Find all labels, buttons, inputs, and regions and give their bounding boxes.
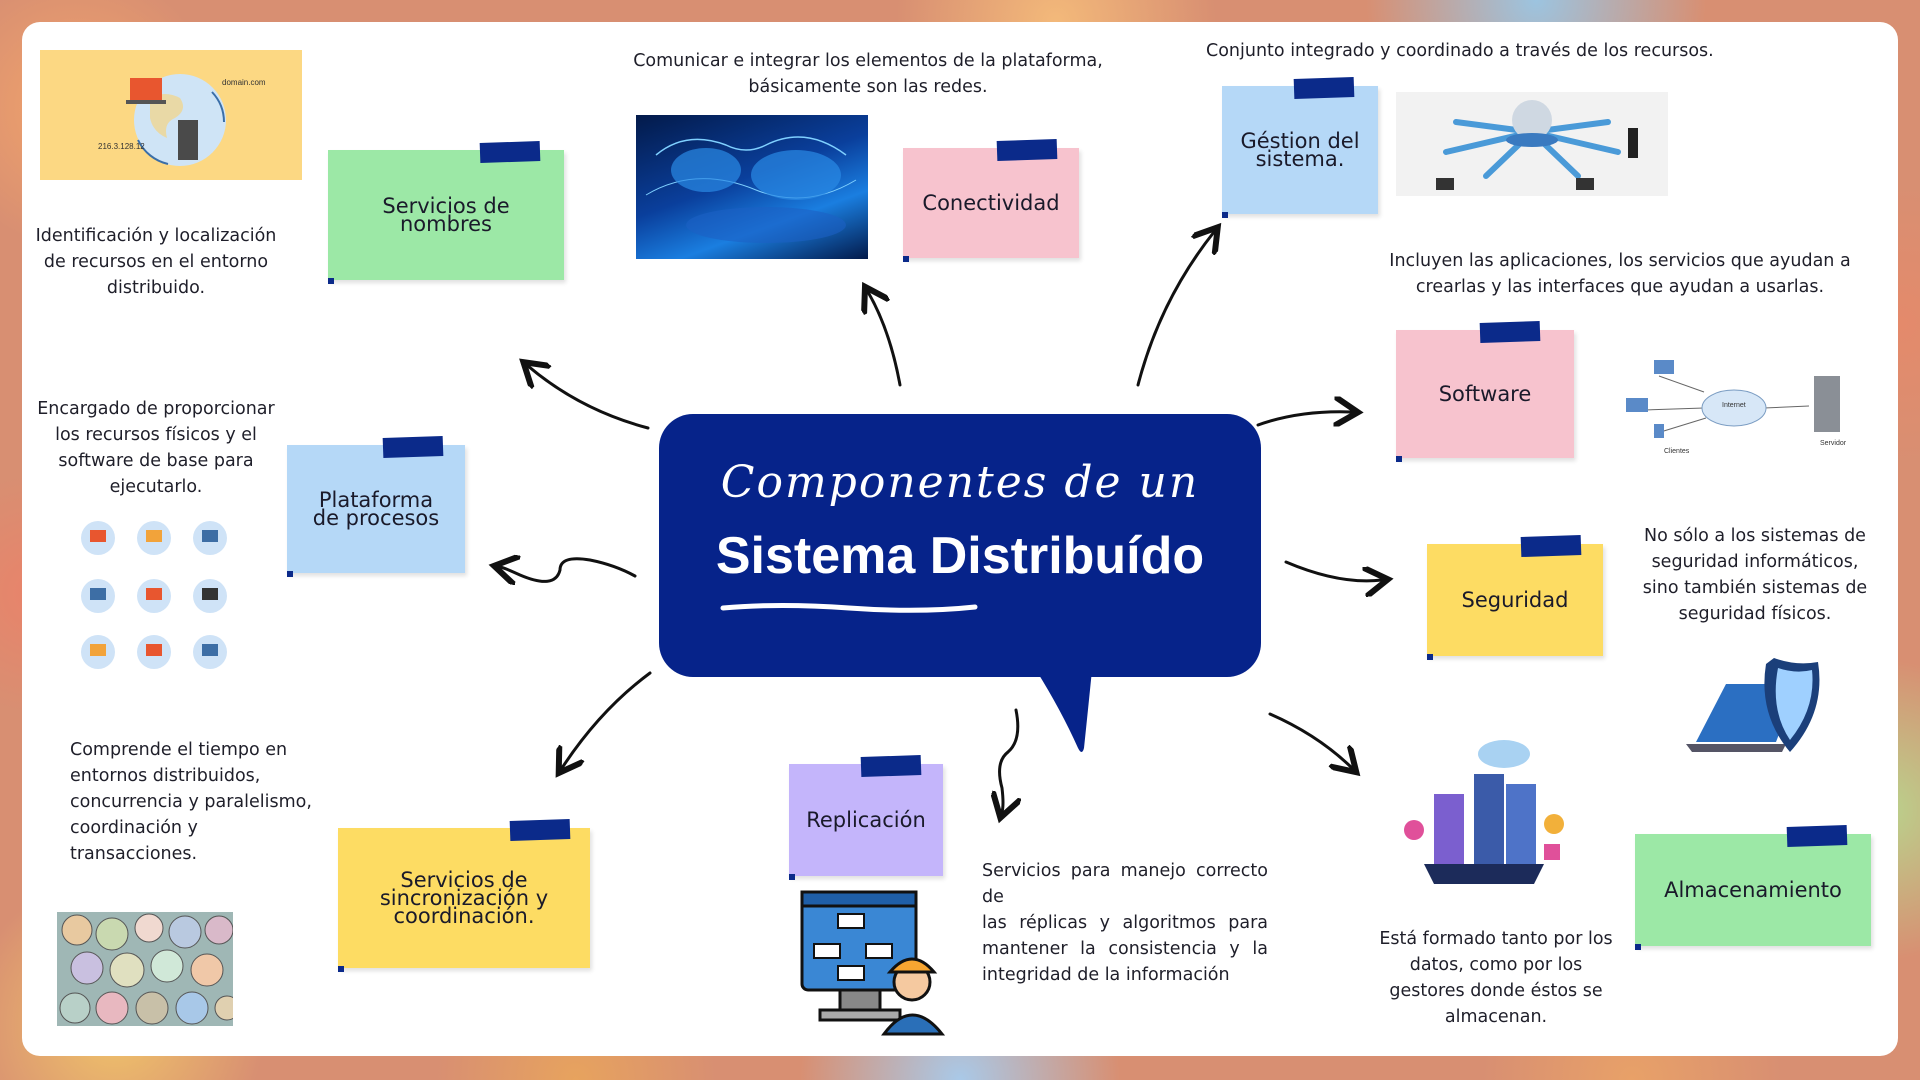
desc-seguridad: No sólo a los sistemas de seguridad info…: [1630, 523, 1880, 627]
note-nombres-line2: nombres: [400, 212, 492, 236]
storage-illustration: [1394, 734, 1570, 904]
title-script-line: Componentes de un: [720, 457, 1200, 508]
desc-nombres-line: distribuido.: [106, 278, 206, 298]
desc-software-line: crearlas y las interfaces que ayudan a u…: [1415, 277, 1825, 297]
desc-conectividad-line: Comunicar e integrar los elementos de la…: [633, 51, 1103, 71]
desc-software-line: Incluyen las aplicaciones, los servicios…: [1389, 251, 1851, 271]
desc-almacenamiento: Está formado tanto por los datos, como p…: [1366, 926, 1626, 1030]
shield-icon: [1686, 658, 1820, 752]
note-plataforma-line2: de procesos: [312, 506, 440, 530]
globe-network-icon: [645, 136, 857, 243]
desc-software: Incluyen las aplicaciones, los servicios…: [1362, 248, 1878, 300]
desc-sincronizacion-line: coordinación y: [70, 818, 198, 838]
desc-seguridad-line: No sólo a los sistemas de: [1644, 526, 1866, 546]
arrow-to-plataforma: [500, 559, 637, 582]
desc-replicacion-line: mantener la consistencia y la: [982, 939, 1268, 959]
desc-sincronizacion-line: entornos distribuidos,: [70, 766, 261, 786]
arrow-to-sincronizacion: [562, 671, 652, 768]
title-underline: [720, 603, 978, 613]
desc-nombres: Identificación y localización de recurso…: [30, 223, 282, 301]
arrow-to-seguridad: [1284, 560, 1382, 581]
desc-sincronizacion-line: transacciones.: [70, 844, 198, 864]
dns-illustration: domain.com 216.3.128.12: [40, 50, 302, 180]
desc-sincronizacion-line: Comprende el tiempo en: [70, 740, 288, 760]
arrow-to-gestion: [1136, 232, 1214, 387]
management-illustration: [1396, 92, 1668, 196]
note-gestion-line2: sistema.: [1255, 147, 1345, 171]
desc-gestion: Conjunto integrado y coordinado a través…: [1206, 38, 1726, 64]
note-sincronizacion-line2: sincronización y: [379, 886, 549, 910]
note-nombres-line1: Servicios de: [382, 194, 510, 218]
clocks-image: [57, 912, 233, 1026]
desc-sincronizacion: Comprende el tiempo en entornos distribu…: [70, 737, 330, 867]
desc-gestion-line: Conjunto integrado y coordinado a través…: [1206, 41, 1714, 61]
clients-label: Clientes: [1664, 448, 1690, 455]
note-seguridad-label: Seguridad: [1461, 588, 1569, 612]
desc-plataforma: Encargado de proporcionar los recursos f…: [30, 396, 282, 500]
clocks-icon: [59, 913, 233, 1025]
desc-conectividad: Comunicar e integrar los elementos de la…: [618, 48, 1118, 100]
note-almacenamiento: Almacenamiento: [1635, 824, 1871, 950]
note-seguridad: Seguridad: [1427, 534, 1603, 660]
note-conectividad: Conectividad: [903, 138, 1079, 262]
desc-almacenamiento-line: datos, como por los: [1409, 955, 1583, 975]
desc-almacenamiento-line: Está formado tanto por los: [1379, 929, 1613, 949]
arrow-to-conectividad: [868, 292, 902, 387]
bubble-tail: [1036, 670, 1092, 752]
central-title-bubble: Componentes de un Sistema Distribuído: [659, 414, 1261, 677]
desc-plataforma-line: los recursos físicos y el: [55, 425, 257, 445]
software-network-diagram: Internet Clientes Servidor: [1614, 352, 1862, 460]
internet-label: Internet: [1722, 402, 1746, 409]
desc-seguridad-line: seguridad físicos.: [1678, 604, 1832, 624]
note-replicacion-label: Replicación: [806, 808, 926, 832]
desc-nombres-line: Identificación y localización: [35, 226, 277, 246]
world-network-image: [636, 115, 868, 259]
dns-domain-label: domain.com: [222, 78, 266, 87]
process-icons-grid: [76, 518, 246, 678]
title-main-line: Sistema Distribuído: [715, 527, 1205, 585]
note-software: Software: [1396, 320, 1574, 462]
data-center-icon: [1404, 740, 1564, 884]
note-sincronizacion-line1: Servicios de: [400, 868, 528, 892]
desc-plataforma-line: software de base para: [58, 451, 254, 471]
note-replicacion: Replicación: [789, 754, 943, 880]
internet-cloud-icon: [1626, 360, 1840, 438]
desc-replicacion-line: integridad de la información: [982, 965, 1230, 985]
dns-globe-icon: [126, 74, 226, 166]
note-gestion-line1: Géstion del: [1240, 129, 1360, 153]
desc-sincronizacion-line: concurrencia y paralelismo,: [70, 792, 312, 812]
arrow-to-replicacion: [1000, 708, 1018, 812]
desc-replicacion-line: Servicios para manejo correcto de: [982, 861, 1268, 907]
monitor-flowchart-icon: [800, 890, 946, 1036]
note-almacenamiento-label: Almacenamiento: [1664, 878, 1842, 902]
desc-almacenamiento-line: almacenan.: [1444, 1007, 1548, 1027]
desc-replicacion-line: las réplicas y algoritmos para: [982, 913, 1268, 933]
desc-seguridad-line: sino también sistemas de: [1642, 578, 1868, 598]
arrow-to-software: [1256, 412, 1352, 425]
arrow-to-almacenamiento: [1268, 712, 1352, 768]
central-server-icon: [1436, 100, 1638, 190]
server-label: Servidor: [1820, 440, 1847, 447]
process-platform-icons: [81, 521, 227, 669]
desc-conectividad-line: básicamente son las redes.: [748, 77, 988, 97]
note-sincronizacion-line3: coordinación.: [393, 904, 535, 928]
note-conectividad-label: Conectividad: [922, 191, 1060, 215]
desc-replicacion: Servicios para manejo correcto de las ré…: [982, 858, 1268, 988]
arrow-to-nombres: [528, 366, 650, 430]
desc-seguridad-line: seguridad informáticos,: [1651, 552, 1859, 572]
note-software-label: Software: [1438, 382, 1532, 406]
dns-ip-label: 216.3.128.12: [98, 142, 145, 151]
security-illustration: [1686, 652, 1834, 762]
desc-plataforma-line: ejecutarlo.: [109, 477, 203, 497]
desc-almacenamiento-line: gestores donde éstos se: [1389, 981, 1603, 1001]
desc-plataforma-line: Encargado de proporcionar: [37, 399, 275, 419]
replication-engineer-illustration: [786, 884, 952, 1040]
desc-nombres-line: de recursos en el entorno: [43, 252, 269, 272]
note-plataforma-line1: Plataforma: [318, 488, 434, 512]
